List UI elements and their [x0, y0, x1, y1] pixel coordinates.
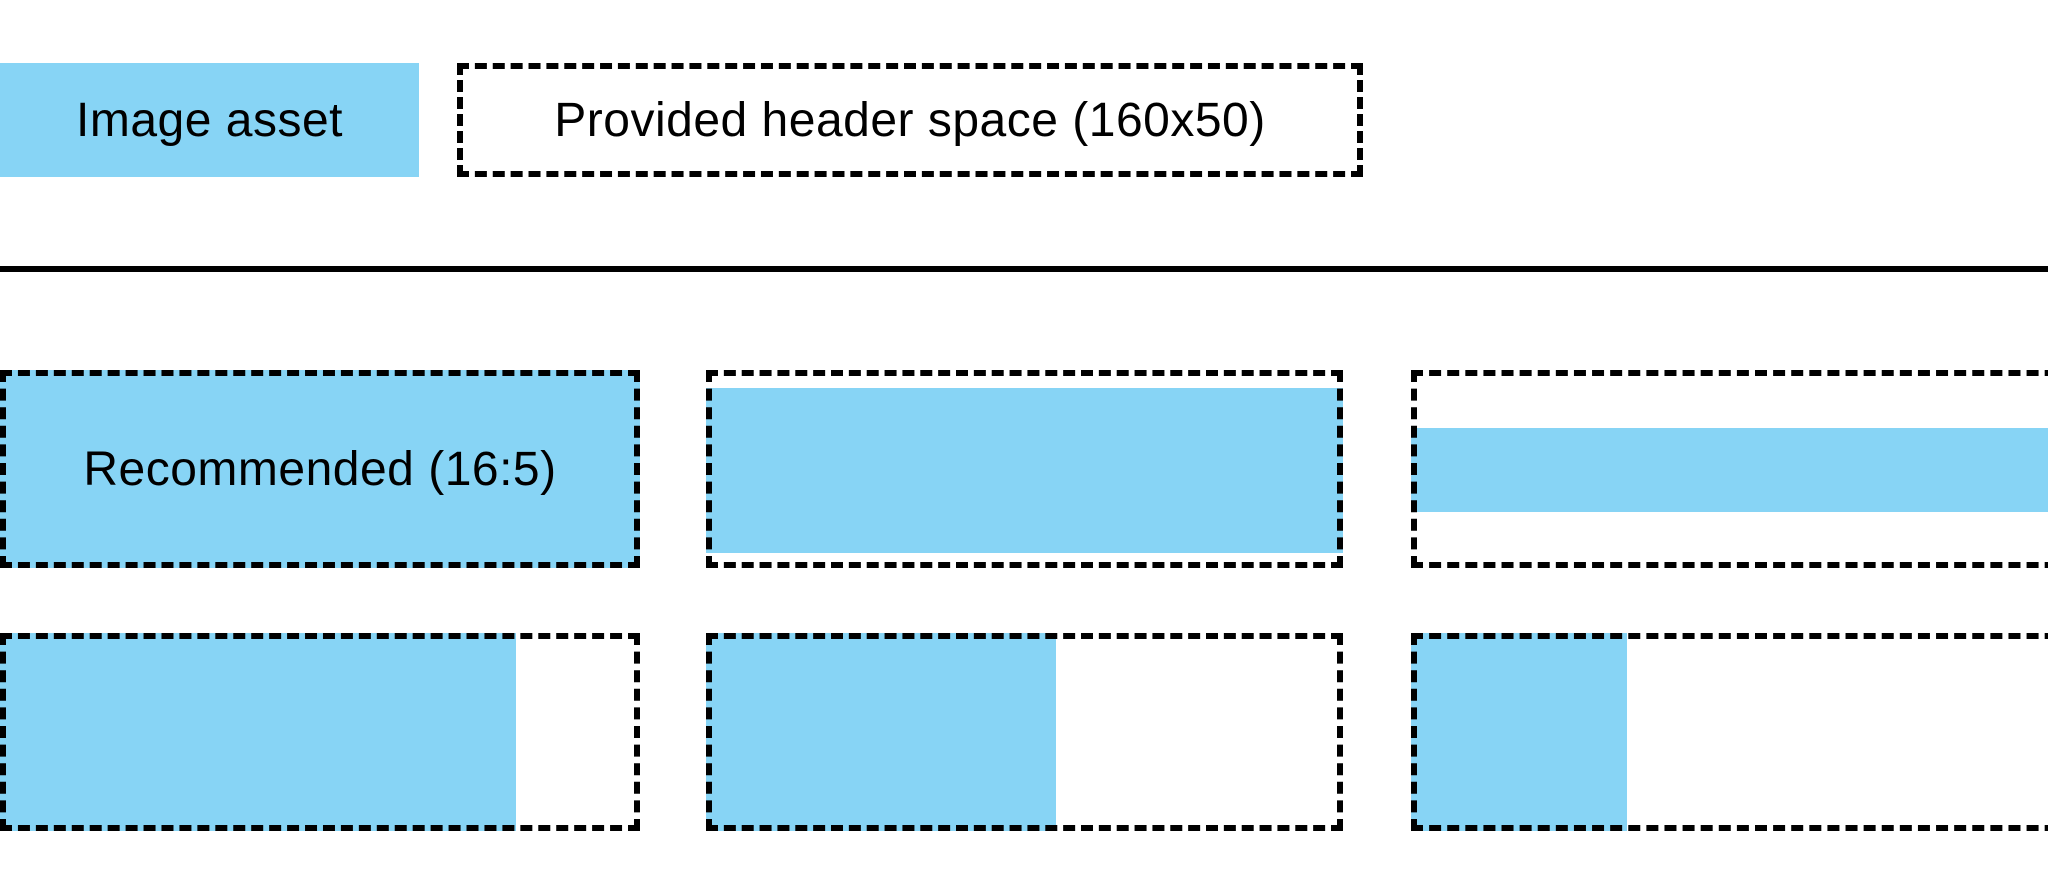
cell-square-asset-right-gap: [1411, 633, 2048, 831]
recommended-label: Recommended (16:5): [83, 442, 557, 496]
image-asset-rect: [1411, 633, 1628, 831]
legend-image-asset-swatch: Image asset: [0, 63, 419, 177]
cell-wide-asset-vertical-gaps: [706, 370, 1343, 568]
cell-extra-wide-asset-thin-strip: [1411, 370, 2048, 568]
legend-header-space-box: Provided header space (160x50): [457, 63, 1363, 177]
image-asset-rect: [1411, 428, 2048, 512]
section-divider-line: [0, 266, 2048, 272]
cell-tall-asset-right-gap: [706, 633, 1343, 831]
image-asset-rect: [706, 633, 1057, 831]
legend-image-asset-label: Image asset: [76, 93, 343, 147]
image-asset-rect: [0, 370, 640, 568]
cell-slightly-tall-asset-right-gap: [0, 633, 640, 831]
image-asset-rect: [0, 633, 516, 831]
image-asset-rect: [706, 388, 1343, 553]
cell-recommended-16-5: Recommended (16:5): [0, 370, 640, 568]
legend-header-space-label: Provided header space (160x50): [554, 93, 1266, 147]
